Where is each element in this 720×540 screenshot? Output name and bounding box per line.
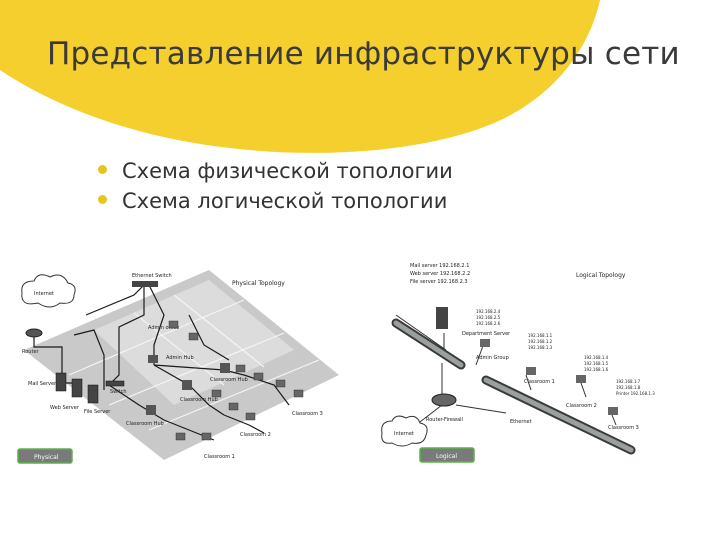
network-backbone — [391, 318, 636, 455]
admin-ip-label: 192.168.2.5 — [476, 315, 501, 320]
classroom3-workstation-icon — [608, 407, 618, 415]
mail-server-label: Mail server 192.168.2.1 — [410, 263, 469, 269]
classroom2-label: Classroom 2 — [240, 432, 271, 438]
admin-ip-label: 192.168.2.6 — [476, 321, 501, 326]
router-label: Router — [22, 349, 40, 355]
classroom2-ip-label: 192.168.1.5 — [584, 361, 609, 366]
switch-label: Switch — [110, 389, 127, 395]
logical-topology-diagram: Mail server 192.168.2.1 Web server 192.1… — [376, 255, 676, 467]
classroom1-ip-label: 192.168.1.3 — [528, 345, 553, 350]
logical-button[interactable] — [419, 447, 475, 463]
mail-server-icon — [55, 372, 67, 392]
slide-title: Представление инфраструктуры сети — [47, 36, 680, 72]
classroom2-ip-label: 192.168.1.6 — [584, 367, 609, 372]
physical-topology-diagram: Internet Router Ethernet Switch Physical… — [14, 255, 344, 467]
classroom-hub-icon — [146, 405, 156, 415]
classroom-hub-icon — [220, 363, 230, 373]
file-server-label: File Server — [84, 409, 111, 415]
printer-label: Printer 192.168.1.3 — [616, 391, 655, 396]
department-server-icon — [436, 307, 448, 329]
department-server-label: Department Server — [462, 331, 511, 337]
router-icon — [25, 328, 43, 338]
bullet-item-physical: Схема физической топологии — [98, 156, 453, 186]
web-server-label: Web Server — [50, 405, 80, 411]
classroom-hub-label: Classroom Hub — [126, 421, 164, 427]
internet-label: Internet — [34, 291, 54, 297]
file-server-icon — [87, 384, 99, 404]
admin-ip-label: 192.168.2.4 — [476, 309, 501, 314]
classroom3-label: Classroom 3 — [292, 411, 323, 417]
classroom-hub-label: Classroom Hub — [210, 377, 248, 383]
physical-button-label: Physical — [34, 454, 59, 461]
router-firewall-label: Router-Firewall — [426, 417, 463, 423]
bullet-item-logical: Схема логической топологии — [98, 186, 453, 216]
classroom-hub-icon — [182, 380, 192, 390]
logical-header: Logical Topology — [576, 272, 626, 279]
internet-cloud-icon — [381, 415, 428, 447]
classroom1-ip-label: 192.168.1.2 — [528, 339, 553, 344]
mail-server-label: Mail Server — [28, 381, 57, 387]
classroom3-label: Classroom 3 — [608, 425, 639, 431]
physical-header: Physical Topology — [232, 280, 285, 287]
classroom1-workstation-icon — [526, 367, 536, 375]
internet-cloud-icon — [21, 274, 76, 308]
file-server-label: File server 192.168.2.3 — [410, 279, 468, 285]
switch-icon — [105, 380, 125, 387]
classroom1-label: Classroom 1 — [524, 379, 555, 385]
router-firewall-icon — [431, 393, 457, 407]
classroom2-label: Classroom 2 — [566, 403, 597, 409]
admin-group-label: Admin Group — [476, 355, 509, 361]
classroom3-ip-label: 192.168.1.8 — [616, 385, 641, 390]
web-server-icon — [71, 378, 83, 398]
classroom1-label: Classroom 1 — [204, 454, 235, 460]
ethernet-label: Ethernet — [510, 419, 532, 425]
bullet-dot-icon — [98, 165, 107, 174]
ethernet-switch-label: Ethernet Switch — [132, 273, 172, 279]
classroom3-ip-label: 192.168.1.7 — [616, 379, 641, 384]
classroom2-ip-label: 192.168.1.4 — [584, 355, 609, 360]
physical-button[interactable] — [17, 448, 73, 464]
ethernet-switch-icon — [132, 281, 158, 287]
bullet-dot-icon — [98, 195, 107, 204]
yellow-header-blob — [0, 0, 600, 153]
bullet-list: Схема физической топологии Схема логичес… — [98, 156, 453, 216]
admin-hub-label: Admin Hub — [166, 355, 194, 361]
classroom2-workstation-icon — [576, 375, 586, 383]
web-server-label: Web server 192.168.2.2 — [410, 271, 470, 277]
internet-label: Internet — [394, 431, 414, 437]
workstation-icons — [168, 320, 304, 441]
admin-office-label: Admin office — [148, 325, 179, 331]
admin-workstation-icon — [480, 339, 490, 347]
admin-hub-icon — [148, 355, 158, 363]
logical-button-label: Logical — [436, 453, 457, 460]
classroom1-ip-label: 192.168.1.1 — [528, 333, 553, 338]
classroom-hub-label: Classroom Hub — [180, 397, 218, 403]
